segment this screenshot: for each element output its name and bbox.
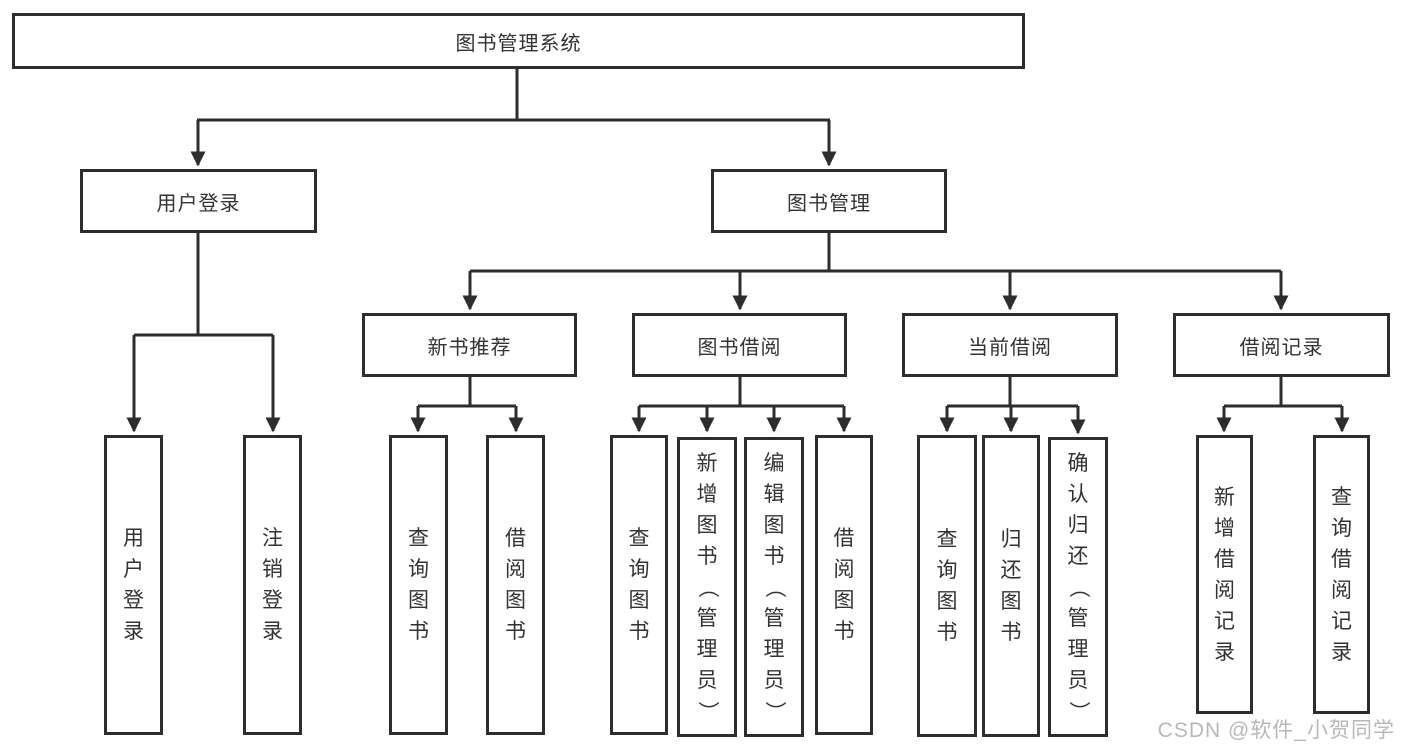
leaf-query-book-current: 查询图书 <box>917 435 977 737</box>
leaf-return-book: 归还图书 <box>982 435 1040 737</box>
leaf-query-book-rec: 查询图书 <box>389 435 448 735</box>
leaf-add-borrow-record: 新增借阅记录 <box>1196 435 1253 714</box>
trunk-root <box>197 69 830 122</box>
node-borrow-records: 借阅记录 <box>1173 313 1390 377</box>
leaf-edit-book-admin: 编辑图书（管理员） <box>744 437 804 737</box>
trunk-user-login <box>134 233 273 337</box>
trunk-new-book-rec <box>418 377 516 408</box>
trunk-book-borrow <box>639 377 844 408</box>
leaf-logout: 注销登录 <box>243 435 302 735</box>
node-book-borrow: 图书借阅 <box>632 313 847 377</box>
node-root: 图书管理系统 <box>12 13 1025 69</box>
csdn-watermark: CSDN @软件_小贺同学 <box>1157 719 1395 742</box>
leaf-borrow-book-rec: 借阅图书 <box>486 435 545 735</box>
node-user-login: 用户登录 <box>80 169 317 233</box>
leaf-query-borrow-record: 查询借阅记录 <box>1313 435 1370 714</box>
node-current-borrow: 当前借阅 <box>902 313 1118 377</box>
trunk-current-borrow <box>947 377 1078 408</box>
leaf-user-login: 用户登录 <box>104 435 163 735</box>
trunk-borrow-records <box>1224 377 1342 408</box>
trunk-book-mgmt <box>470 233 1281 273</box>
leaf-confirm-return-admin: 确认归还（管理员） <box>1048 437 1108 737</box>
node-book-mgmt: 图书管理 <box>711 169 947 233</box>
leaf-add-book-admin: 新增图书（管理员） <box>677 437 737 737</box>
leaf-query-book-borrow: 查询图书 <box>610 435 668 735</box>
node-new-book-rec: 新书推荐 <box>362 313 577 377</box>
leaf-borrow-book-borrow: 借阅图书 <box>815 435 873 735</box>
